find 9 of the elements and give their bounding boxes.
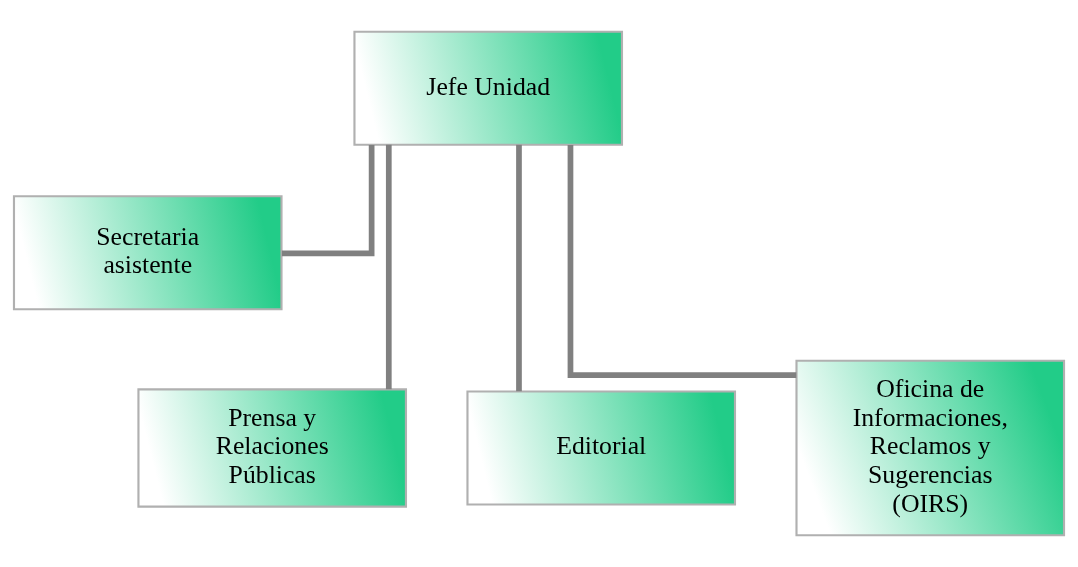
node-box: Jefe Unidad [353, 30, 624, 146]
node-box: Oficina de Informaciones, Reclamos y Sugerencias (OIRS) [795, 359, 1066, 537]
connector [385, 144, 392, 390]
connector [281, 145, 375, 257]
node-box: Secretaria asistente [12, 195, 283, 311]
connector [516, 144, 522, 392]
connector [567, 144, 797, 378]
node-box: Prensa y Relaciones Públicas [137, 388, 408, 508]
node-box: Editorial [466, 390, 737, 506]
